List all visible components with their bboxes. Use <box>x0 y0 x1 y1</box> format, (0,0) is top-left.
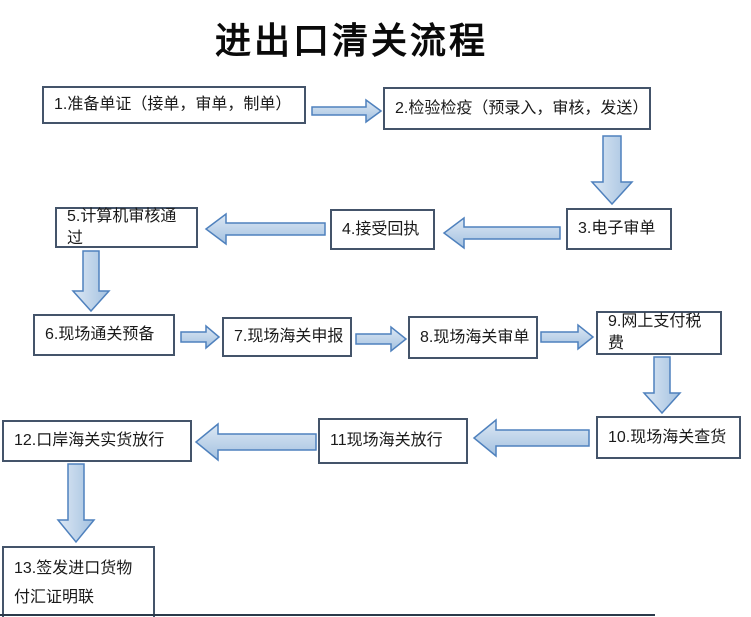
flow-box-6-label: 6.现场通关预备 <box>45 326 155 344</box>
flow-box-4: 4.接受回执 <box>330 209 435 250</box>
flow-box-9: 9.网上支付税费 <box>596 311 722 355</box>
arrow-3-to-4-icon <box>442 216 561 250</box>
flow-box-12-label: 12.口岸海关实货放行 <box>14 432 165 450</box>
arrow-5-to-6-icon <box>71 250 111 313</box>
arrow-4-to-5-icon <box>204 212 326 246</box>
arrow-11-to-12-icon <box>194 422 317 462</box>
arrow-1-to-2-icon <box>311 98 383 124</box>
arrow-9-to-10-icon <box>642 356 682 415</box>
flow-box-10-label: 10.现场海关查货 <box>608 428 727 446</box>
flow-box-13: 13.签发进口货物付汇证明联 <box>2 546 155 617</box>
bottom-divider <box>0 614 655 616</box>
flow-box-6: 6.现场通关预备 <box>33 314 175 356</box>
flow-box-1: 1.准备单证（接单，审单，制单） <box>42 86 306 124</box>
flow-box-12: 12.口岸海关实货放行 <box>2 420 192 462</box>
arrow-6-to-7-icon <box>180 324 221 350</box>
flow-box-4-label: 4.接受回执 <box>342 220 420 238</box>
flow-box-5: 5.计算机审核通过 <box>55 207 198 248</box>
arrow-12-to-13-icon <box>56 463 96 544</box>
flow-box-8: 8.现场海关审单 <box>408 316 538 359</box>
flow-box-11-label: 11现场海关放行 <box>330 432 443 450</box>
flow-box-5-label: 5.计算机审核通过 <box>67 207 177 247</box>
flow-box-1-label: 1.准备单证（接单，审单，制单） <box>54 96 292 114</box>
arrow-8-to-9-icon <box>540 323 595 351</box>
flow-box-13-label: 13.签发进口货物付汇证明联 <box>14 560 133 606</box>
arrow-10-to-11-icon <box>472 418 590 458</box>
flow-box-11: 11现场海关放行 <box>318 418 468 464</box>
arrow-2-to-3-icon <box>590 135 634 206</box>
flow-box-3-label: 3.电子审单 <box>578 220 656 238</box>
arrow-7-to-8-icon <box>355 325 408 353</box>
flow-box-7: 7.现场海关申报 <box>222 317 352 357</box>
flow-box-2-label: 2.检验检疫（预录入，审核，发送） <box>395 99 649 117</box>
flow-box-8-label: 8.现场海关审单 <box>420 328 530 346</box>
page-title: 进出口清关流程 <box>214 20 488 61</box>
flow-box-3: 3.电子审单 <box>566 208 672 250</box>
flow-box-7-label: 7.现场海关申报 <box>234 328 344 346</box>
flow-box-9-label: 9.网上支付税费 <box>608 313 702 352</box>
flow-box-10: 10.现场海关查货 <box>596 416 741 459</box>
flow-box-2: 2.检验检疫（预录入，审核，发送） <box>383 87 651 130</box>
